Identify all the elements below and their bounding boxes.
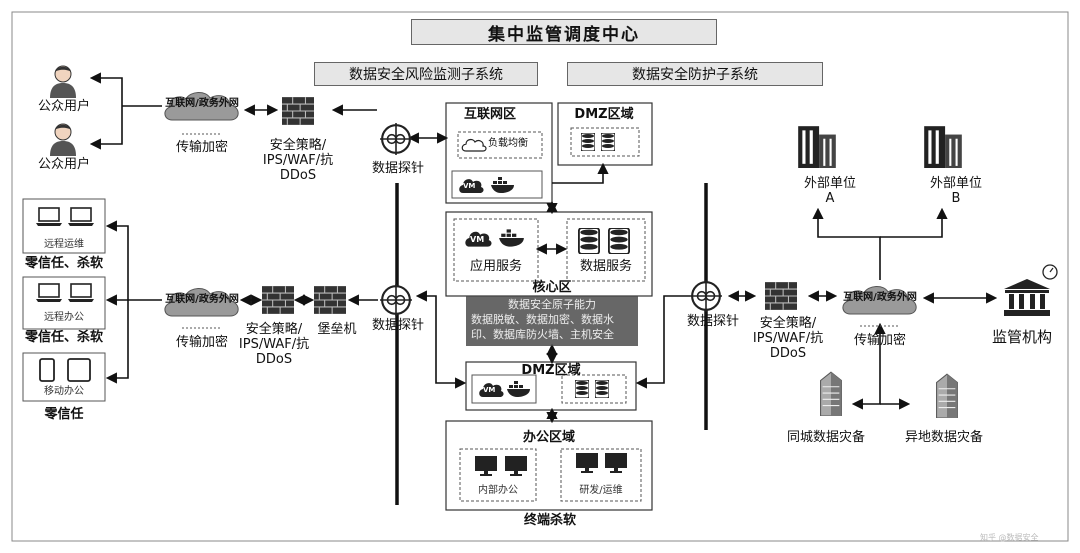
tablet-icon bbox=[67, 358, 91, 382]
dmz-top-label: DMZ区域 bbox=[574, 107, 634, 122]
laptop-icon bbox=[36, 283, 62, 303]
page-title: 集中监管调度中心 bbox=[411, 19, 717, 45]
firewall-icon bbox=[262, 286, 294, 314]
probe-icon bbox=[380, 123, 412, 155]
watermark: 知乎 @数据安全 bbox=[980, 533, 1039, 542]
zt-label: 零信任 bbox=[44, 407, 84, 422]
internet-zone-label: 互联网区 bbox=[463, 107, 517, 122]
probe-icon bbox=[690, 280, 722, 312]
data-service-label: 数据服务 bbox=[579, 259, 633, 274]
public-user-label: 公众用户 bbox=[38, 157, 91, 172]
vm-text: VM bbox=[483, 386, 496, 394]
laptop-icon bbox=[36, 207, 62, 227]
cloud-label: 互联网/政务外网 bbox=[843, 292, 917, 303]
regulator-label: 监管机构 bbox=[991, 328, 1053, 346]
remote-office-caption: 远程办公 bbox=[44, 312, 84, 323]
public-user-icon bbox=[49, 123, 77, 156]
public-user-icon bbox=[49, 65, 77, 98]
dmz-mid-label: DMZ区域 bbox=[521, 363, 581, 378]
outer-frame bbox=[11, 11, 1069, 542]
public-user-label: 公众用户 bbox=[38, 99, 91, 114]
vm-text: VM bbox=[463, 182, 476, 190]
probe-label: 数据探针 bbox=[371, 161, 425, 176]
vm-text: VM bbox=[470, 235, 485, 244]
rd-ops-caption: 研发/运维 bbox=[579, 485, 623, 496]
atomic-capability-panel: 数据安全原子能力 数据脱敏、数据加密、数据水 印、数据库防火墙、主机安全 bbox=[466, 296, 638, 346]
load-balance-label: 负载均衡 bbox=[488, 138, 528, 149]
database-icon bbox=[595, 380, 609, 398]
building-icon bbox=[924, 126, 962, 168]
zt-av-label: 零信任、杀软 bbox=[24, 256, 104, 271]
firewall-icon bbox=[282, 97, 314, 125]
zt-av-label: 零信任、杀软 bbox=[24, 330, 104, 345]
mobile-office-caption: 移动办公 bbox=[44, 386, 84, 397]
laptop-icon bbox=[68, 283, 94, 303]
protect-subsystem-header: 数据安全防护子系统 bbox=[567, 62, 823, 86]
app-service-label: 应用服务 bbox=[469, 259, 523, 274]
local-dr-label: 同城数据灾备 bbox=[786, 430, 866, 445]
cloud-label: 互联网/政务外网 bbox=[165, 98, 239, 109]
core-zone-label: 核心区 bbox=[532, 280, 572, 295]
database-icon bbox=[608, 228, 630, 254]
remote-ops-caption: 远程运维 bbox=[44, 239, 84, 250]
database-icon bbox=[601, 133, 615, 151]
office-zone-label: 办公区域 bbox=[522, 430, 576, 445]
cloud-label: 互联网/政务外网 bbox=[165, 294, 239, 305]
datacenter-icon bbox=[936, 373, 958, 418]
probe-icon bbox=[380, 284, 412, 316]
database-icon bbox=[575, 380, 589, 398]
transport-encryption-label: 传输加密 bbox=[175, 140, 229, 155]
database-icon bbox=[578, 228, 600, 254]
firewall-icon bbox=[765, 282, 797, 310]
load-balance-icon bbox=[461, 138, 487, 152]
database-icon bbox=[581, 133, 595, 151]
regulator-icon bbox=[1004, 279, 1050, 316]
endpoint-av-label: 终端杀软 bbox=[523, 513, 577, 528]
probe-label: 数据探针 bbox=[371, 318, 425, 333]
internal-office-caption: 内部办公 bbox=[478, 485, 518, 496]
risk-subsystem-header: 数据安全风险监测子系统 bbox=[314, 62, 538, 86]
remote-dr-label: 异地数据灾备 bbox=[904, 430, 984, 445]
building-icon bbox=[798, 126, 836, 168]
transport-encryption-label: 传输加密 bbox=[175, 335, 229, 350]
bastion-icon bbox=[314, 286, 346, 314]
transport-encryption-label: 传输加密 bbox=[853, 333, 907, 348]
datacenter-icon bbox=[820, 371, 842, 416]
probe-label: 数据探针 bbox=[686, 314, 740, 329]
bastion-label: 堡垒机 bbox=[317, 322, 357, 337]
phone-icon bbox=[39, 358, 55, 382]
laptop-icon bbox=[68, 207, 94, 227]
